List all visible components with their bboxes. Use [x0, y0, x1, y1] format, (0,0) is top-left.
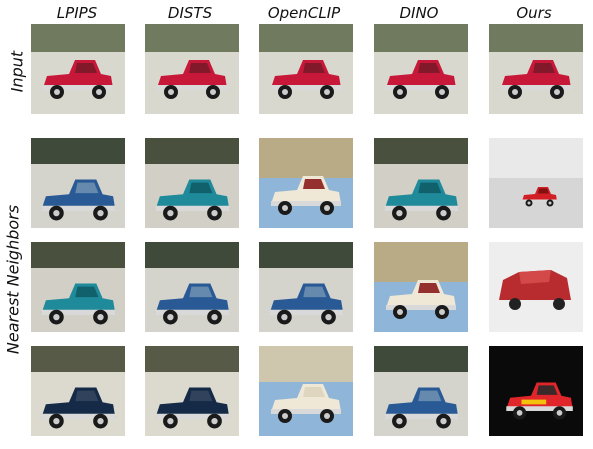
neighbor-image-dists-row2: [145, 242, 239, 332]
neighbor-image-dists-row1: [145, 138, 239, 228]
truck-photo: [31, 138, 125, 228]
truck-photo: [145, 24, 239, 114]
neighbor-image-lpips-row1: [31, 138, 125, 228]
truck-photo: [489, 346, 583, 436]
input-image-ours-row0: [489, 24, 583, 114]
truck-photo: [489, 138, 583, 228]
row-label-input: Input: [7, 50, 27, 93]
neighbor-image-ours-row2: [489, 242, 583, 332]
truck-photo: [145, 346, 239, 436]
truck-photo: [374, 24, 468, 114]
column-header-dino: DINO: [399, 4, 439, 22]
input-image-dists-row0: [145, 24, 239, 114]
truck-photo: [374, 346, 468, 436]
column-header-openclip: OpenCLIP: [267, 4, 341, 22]
truck-photo: [259, 138, 353, 228]
neighbor-image-lpips-row3: [31, 346, 125, 436]
truck-photo: [31, 24, 125, 114]
neighbor-image-lpips-row2: [31, 242, 125, 332]
input-image-lpips-row0: [31, 24, 125, 114]
column-header-lpips: LPIPS: [56, 4, 98, 22]
neighbor-image-ours-row3: [489, 346, 583, 436]
truck-photo: [145, 138, 239, 228]
neighbor-image-openclip-row3: [259, 346, 353, 436]
neighbor-image-dino-row1: [374, 138, 468, 228]
neighbor-image-ours-row1: [489, 138, 583, 228]
truck-photo: [259, 24, 353, 114]
truck-photo: [145, 242, 239, 332]
truck-photo: [374, 242, 468, 332]
neighbor-image-dino-row2: [374, 242, 468, 332]
neighbor-image-dists-row3: [145, 346, 239, 436]
truck-photo: [259, 346, 353, 436]
truck-photo: [489, 242, 583, 332]
neighbor-image-dino-row3: [374, 346, 468, 436]
neighbor-image-openclip-row1: [259, 138, 353, 228]
truck-photo: [31, 346, 125, 436]
input-image-openclip-row0: [259, 24, 353, 114]
column-header-dists: DISTS: [167, 4, 213, 22]
column-header-ours: Ours: [516, 4, 552, 22]
truck-photo: [259, 242, 353, 332]
row-label-nearest-neighbors: Nearest Neighbors: [3, 204, 23, 355]
truck-photo: [374, 138, 468, 228]
input-image-dino-row0: [374, 24, 468, 114]
truck-photo: [31, 242, 125, 332]
neighbor-image-openclip-row2: [259, 242, 353, 332]
truck-photo: [489, 24, 583, 114]
